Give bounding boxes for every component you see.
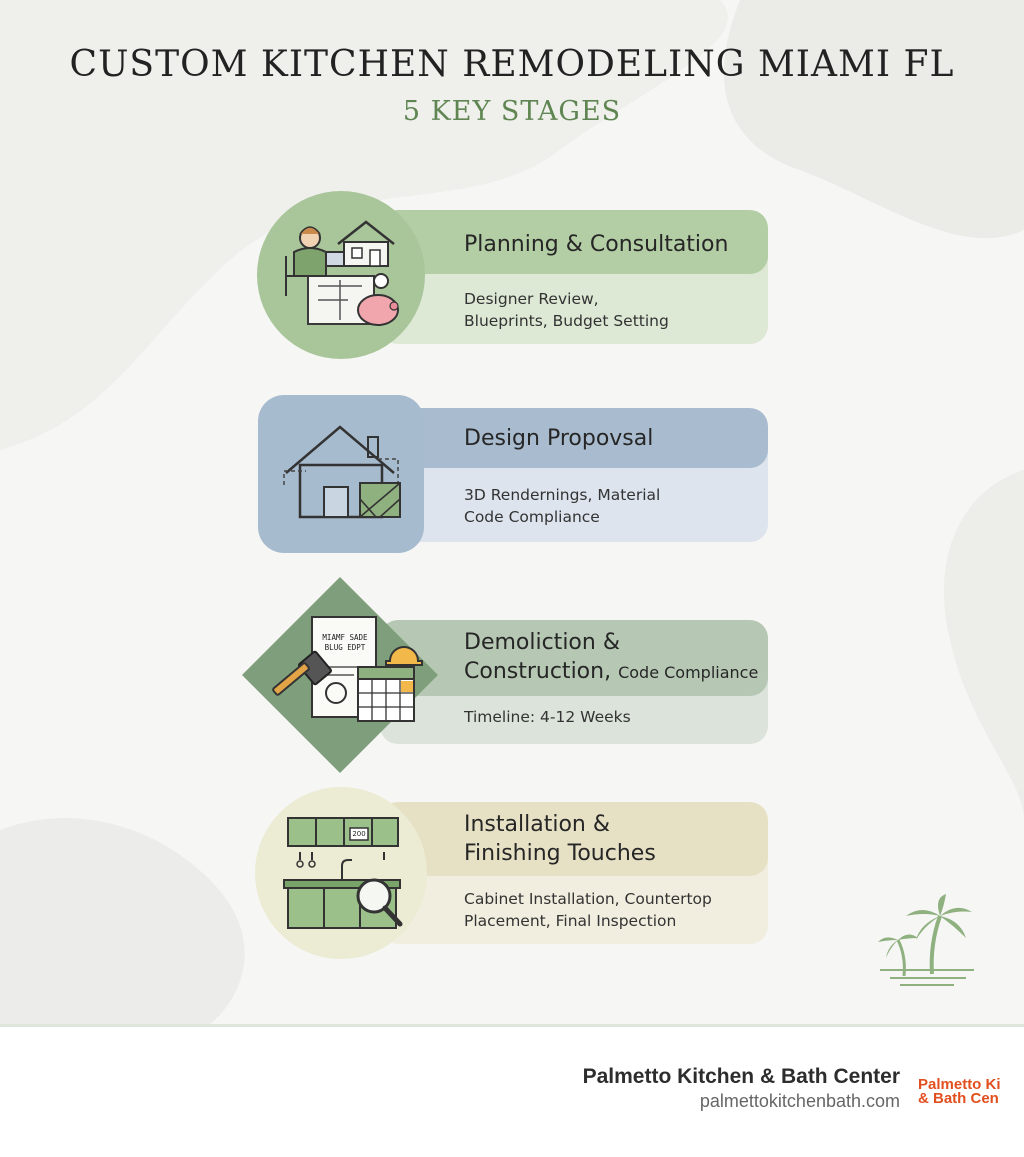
company-url[interactable]: palmettokitchenbath.com xyxy=(699,1091,900,1111)
stage-description: Timeline: 4-12 Weeks xyxy=(464,708,631,726)
stage-description: Designer Review, Blueprints, Budget Sett… xyxy=(464,290,669,330)
permit-hammer-calendar-icon xyxy=(242,577,438,773)
stage-card-planning: Planning & Consultation Designer Review,… xyxy=(380,210,768,344)
planning-person-house-piggybank-icon xyxy=(257,191,425,359)
stage-description: 3D Rendernings, Material Code Compliance xyxy=(464,486,661,526)
stage-heading: Demoliction & Construction, Code Complia… xyxy=(464,630,759,684)
kitchen-cabinets-magnifier-icon xyxy=(255,787,427,959)
kitchen-cabinets-badge: 200 xyxy=(254,786,428,960)
stage-card-demolition: Demoliction & Construction, Code Complia… xyxy=(380,620,768,744)
stage-heading: Installation & Finishing Touches xyxy=(464,812,656,866)
footer xyxy=(0,1024,1024,1157)
stage-card-design: Design Propovsal 3D Rendernings, Materia… xyxy=(380,408,768,542)
house-blueprint-icon xyxy=(258,395,424,553)
palm-tree-icon xyxy=(878,894,974,986)
company-name: Palmetto Kitchen & Bath Center xyxy=(582,1065,900,1088)
stage-description: Cabinet Installation, Countertop Placeme… xyxy=(464,890,712,930)
page-title: CUSTOM KITCHEN REMODELING MIAMI FL xyxy=(69,44,955,85)
page-subtitle: 5 KEY STAGES xyxy=(402,96,622,127)
oven-label: 200 xyxy=(352,830,366,838)
company-logo: Palmetto Ki & Bath Cen xyxy=(918,1078,1001,1107)
permit-text: MIAMF SADE BLUG EDPT xyxy=(322,633,368,652)
stage-card-installation: Installation & Finishing Touches Cabinet… xyxy=(380,802,768,944)
company-info: Palmetto Kitchen & Bath Center palmettok… xyxy=(583,1065,900,1112)
stage-heading: Design Propovsal xyxy=(464,426,654,451)
stage-heading: Planning & Consultation xyxy=(464,232,729,257)
permit-hammer-calendar-badge: MIAMF SADE BLUG EDPT xyxy=(240,575,440,775)
